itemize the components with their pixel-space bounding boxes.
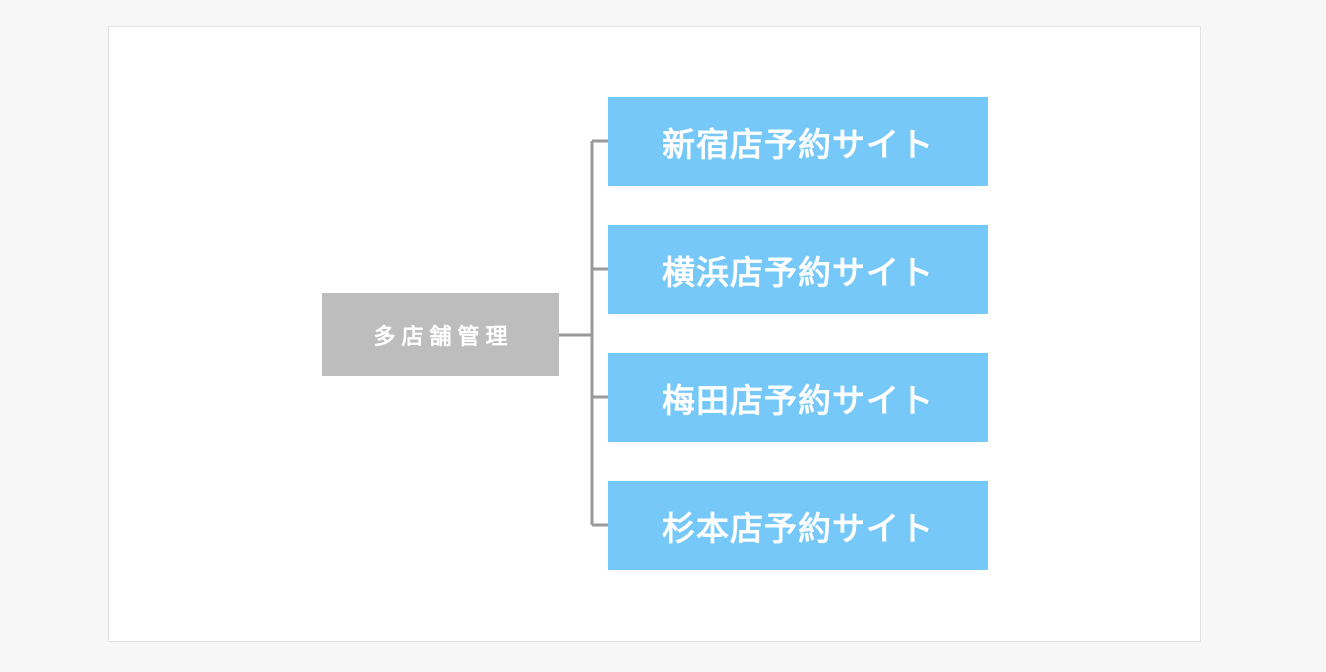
root-node: 多店舗管理 (322, 293, 559, 376)
child-node-sugimoto: 杉本店予約サイト (608, 481, 988, 570)
child-node-label: 梅田店予約サイト (662, 380, 934, 420)
child-node-umeda: 梅田店予約サイト (608, 353, 988, 442)
child-node-yokohama: 横浜店予約サイト (608, 225, 988, 314)
root-node-label: 多店舗管理 (373, 324, 514, 350)
child-node-label: 杉本店予約サイト (662, 508, 934, 548)
child-node-shinjuku: 新宿店予約サイト (608, 97, 988, 186)
child-node-label: 新宿店予約サイト (662, 124, 934, 164)
child-node-label: 横浜店予約サイト (662, 252, 934, 292)
